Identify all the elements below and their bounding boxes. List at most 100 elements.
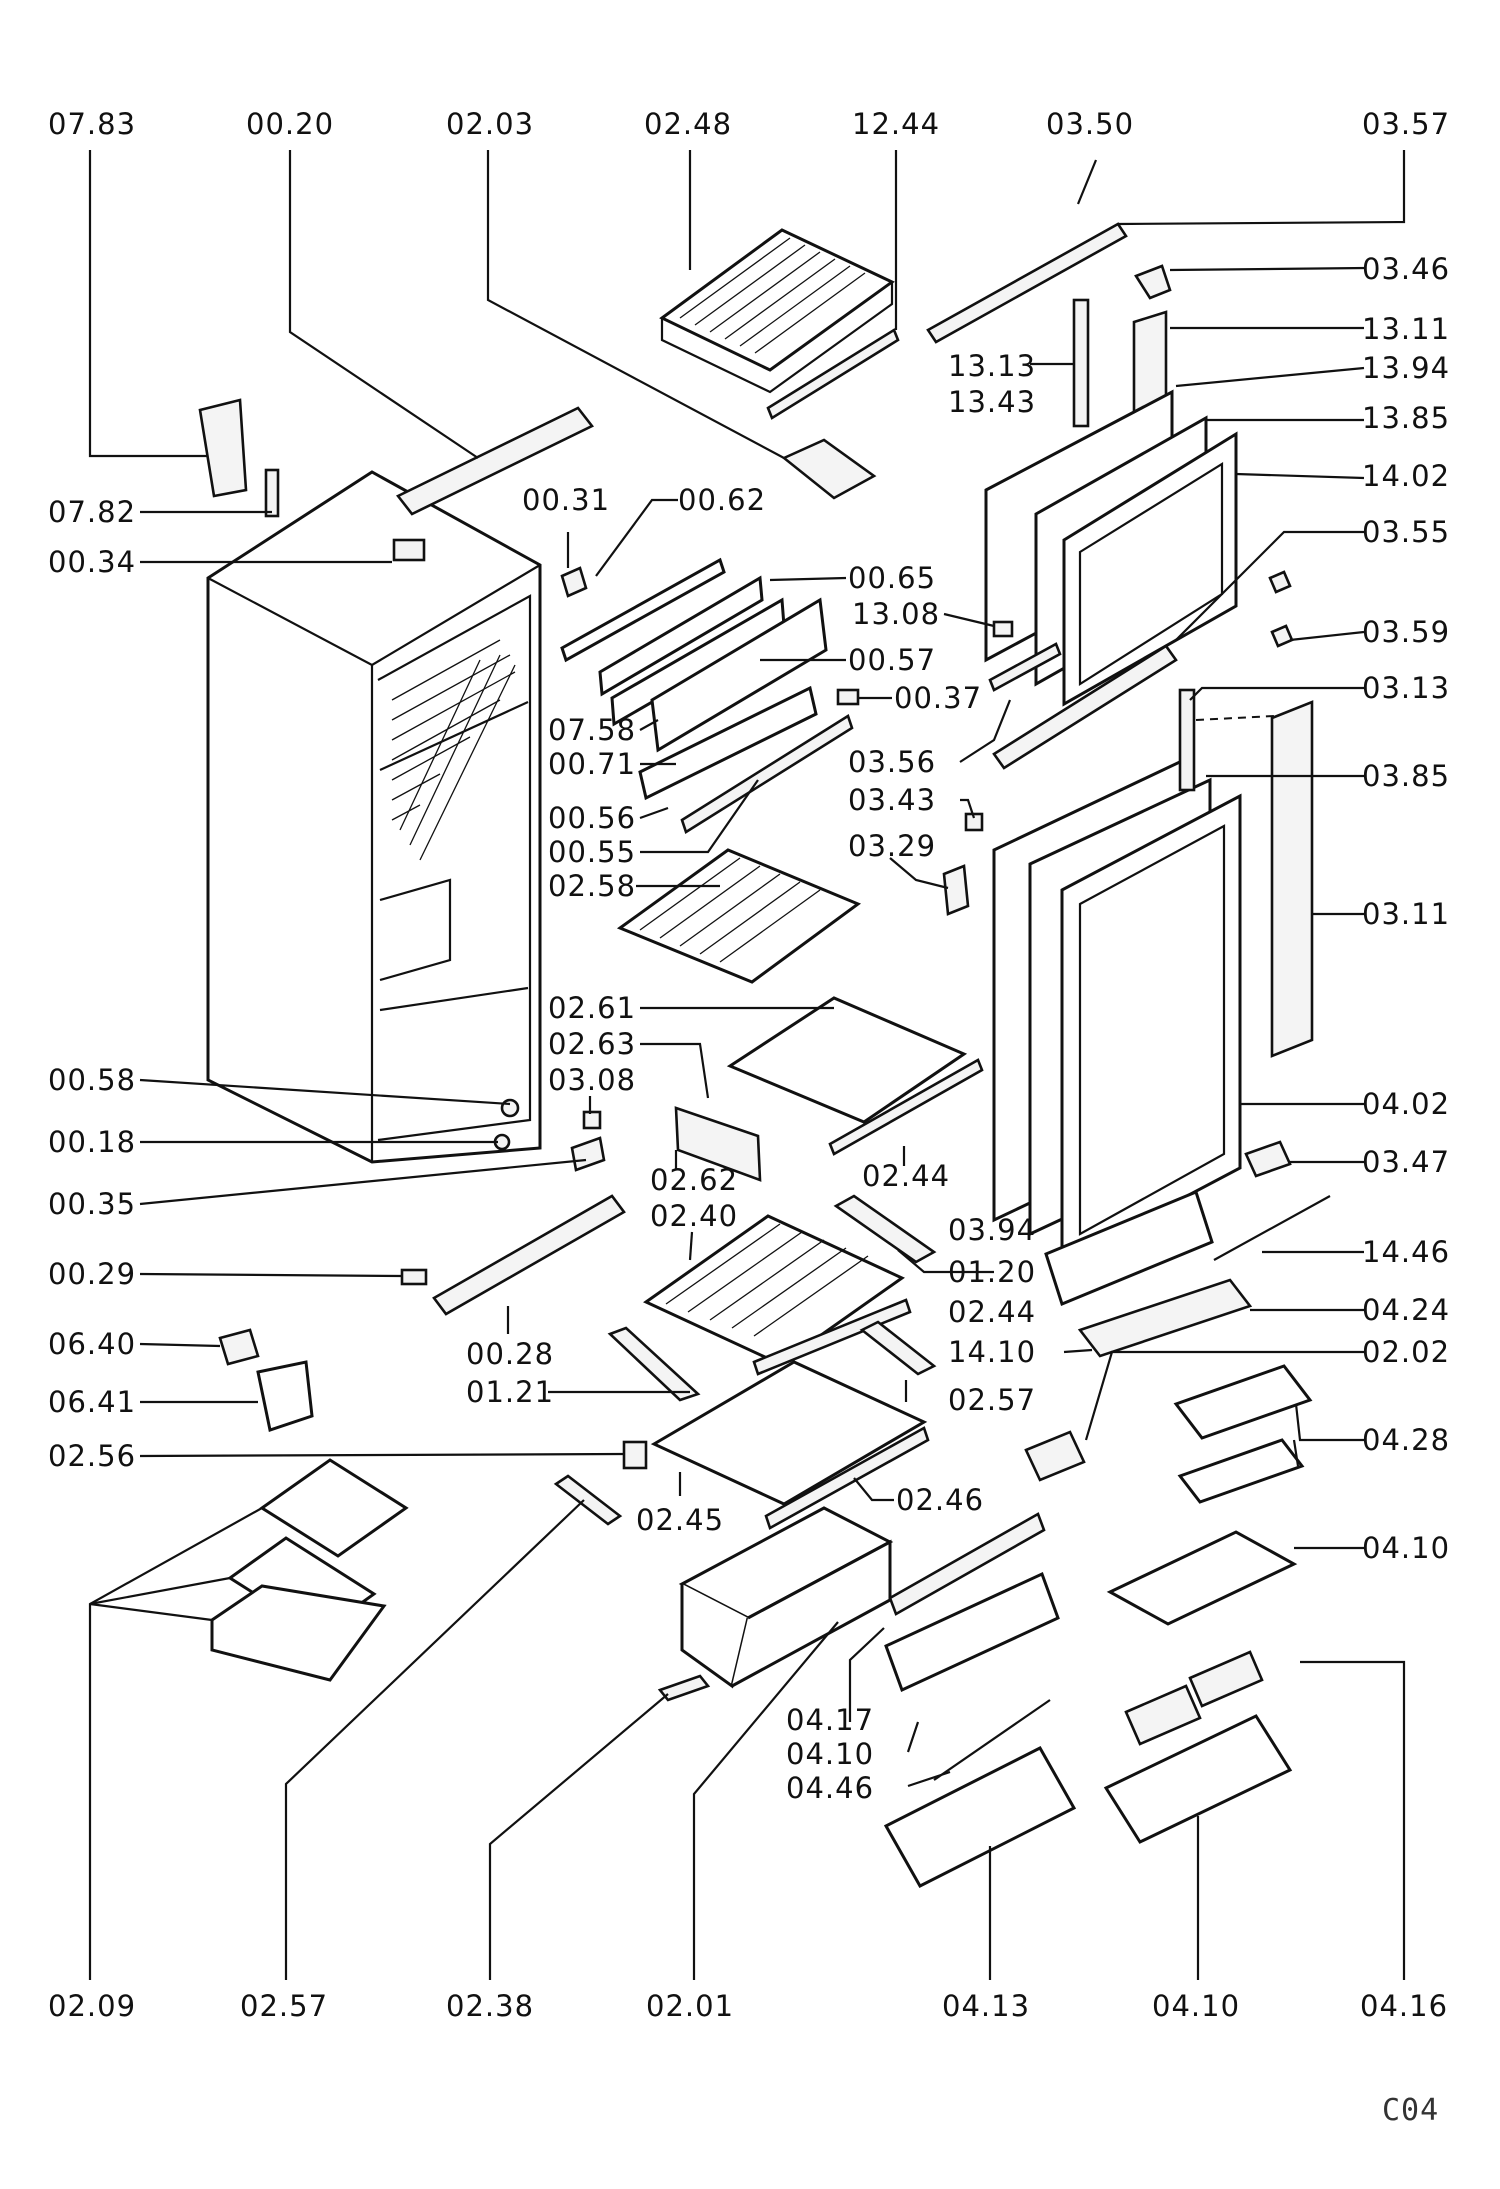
label-00.20: 00.20: [246, 107, 334, 141]
knob-part: [218, 1328, 260, 1366]
support-part: [833, 1194, 937, 1264]
egg-bin-part: [1024, 1430, 1086, 1482]
label-02.44-lower: 02.44: [948, 1295, 1036, 1329]
rail-part: [766, 328, 900, 420]
label-13.08: 13.08: [852, 597, 940, 631]
butter-tray-part: [1177, 1438, 1305, 1504]
egg-tray-b-part: [1188, 1650, 1264, 1708]
label-03.50: 03.50: [1046, 107, 1134, 141]
label-02.46: 02.46: [896, 1483, 984, 1517]
label-00.29: 00.29: [48, 1257, 136, 1291]
label-02.57-lower: 02.57: [240, 1989, 328, 2023]
hinge-clip-part: [992, 620, 1014, 638]
label-01.21: 01.21: [466, 1375, 554, 1409]
cover-strip-part: [680, 714, 854, 834]
label-04.10-bottom: 04.10: [1152, 1989, 1240, 2023]
bottom-bin-part: [883, 1746, 1077, 1888]
label-03.46: 03.46: [1362, 252, 1450, 286]
support-left-part: [607, 1326, 701, 1402]
bracket-small-part: [400, 1268, 428, 1286]
label-13.43: 13.43: [948, 385, 1036, 419]
glass-tray-part: [1077, 1278, 1253, 1358]
label-03.08: 03.08: [548, 1063, 636, 1097]
switch-part: [392, 538, 426, 562]
label-00.57: 00.57: [848, 643, 936, 677]
cabinet-part: [206, 470, 542, 1164]
label-00.35: 00.35: [48, 1187, 136, 1221]
label-07.58: 07.58: [548, 713, 636, 747]
label-02.57-upper: 02.57: [948, 1383, 1036, 1417]
strip-part: [1072, 298, 1090, 428]
label-07.82: 07.82: [48, 495, 136, 529]
label-07.83: 07.83: [48, 107, 136, 141]
crisper-drawer-part: [678, 1506, 894, 1689]
label-02.58: 02.58: [548, 869, 636, 903]
shelf-part: [616, 848, 862, 984]
label-02.61: 02.61: [548, 991, 636, 1025]
label-03.94: 03.94: [948, 1213, 1036, 1247]
bottle-bin-part: [884, 1571, 1060, 1693]
label-04.10-right: 04.10: [1362, 1531, 1450, 1565]
label-04.24: 04.24: [1362, 1293, 1450, 1327]
lower-door-bin-part: [1103, 1714, 1293, 1844]
label-06.41: 06.41: [48, 1385, 136, 1419]
bottle-bar-part: [933, 1699, 1051, 1781]
fastener-part: [836, 688, 860, 706]
label-06.40: 06.40: [48, 1327, 136, 1361]
label-02.40: 02.40: [650, 1199, 738, 1233]
door-bin-part: [1106, 1530, 1298, 1626]
freezer-rack-part: [659, 228, 895, 394]
label-03.29: 03.29: [848, 829, 936, 863]
label-02.03: 02.03: [446, 107, 534, 141]
clip-part: [622, 1440, 648, 1470]
lower-shelf-part: [643, 1214, 905, 1366]
drawer-handle-part: [657, 1674, 711, 1702]
shelf-bracket-part: [674, 1106, 762, 1182]
label-01.20: 01.20: [948, 1255, 1036, 1289]
label-00.34: 00.34: [48, 545, 136, 579]
screw-small-part: [500, 1098, 520, 1118]
label-13.85: 13.85: [1362, 401, 1450, 435]
freezer-door-part: [984, 389, 1238, 707]
shelf-rail-part: [828, 1058, 984, 1156]
label-04.02: 04.02: [1362, 1087, 1450, 1121]
rail-clip-part: [553, 1474, 623, 1526]
label-00.31: 00.31: [522, 483, 610, 517]
light-panel-part: [638, 685, 818, 801]
bar-part: [1213, 1195, 1331, 1261]
label-04.10-middle: 04.10: [786, 1737, 874, 1771]
crisper-rail-part: [764, 1426, 930, 1530]
label-03.56: 03.56: [848, 745, 936, 779]
label-04.28: 04.28: [1362, 1423, 1450, 1457]
label-00.56: 00.56: [548, 801, 636, 835]
label-04.13: 04.13: [942, 1989, 1030, 2023]
hinge-pin-part: [264, 468, 280, 518]
screw-part: [1268, 570, 1294, 648]
bin-rail-part: [888, 1512, 1046, 1616]
foot-part: [570, 1136, 606, 1172]
middle-bar-part: [992, 644, 1178, 770]
label-02.01: 02.01: [646, 1989, 734, 2023]
label-02.56: 02.56: [48, 1439, 136, 1473]
label-02.38: 02.38: [446, 1989, 534, 2023]
label-14.10: 14.10: [948, 1335, 1036, 1369]
fridge-door-part: [992, 757, 1242, 1265]
figure-code: C04: [1382, 2093, 1439, 2128]
label-03.11: 03.11: [1362, 897, 1450, 931]
label-00.37: 00.37: [894, 681, 982, 715]
label-03.55: 03.55: [1362, 515, 1450, 549]
label-03.47: 03.47: [1362, 1145, 1450, 1179]
label-04.17: 04.17: [786, 1703, 874, 1737]
label-00.28: 00.28: [466, 1337, 554, 1371]
label-13.13: 13.13: [948, 349, 1036, 383]
door-handle-part: [1270, 700, 1314, 1058]
label-00.18: 00.18: [48, 1125, 136, 1159]
tray-set-part: [210, 1458, 409, 1682]
label-00.65: 00.65: [848, 561, 936, 595]
cover-part: [1173, 1364, 1313, 1440]
hinge-bottom-part: [1244, 1140, 1292, 1178]
ice-tray-part: [781, 438, 877, 500]
hinge-bar-part: [926, 222, 1128, 344]
top-trim-part: [395, 406, 595, 516]
bin-upper-part: [1044, 1189, 1214, 1307]
